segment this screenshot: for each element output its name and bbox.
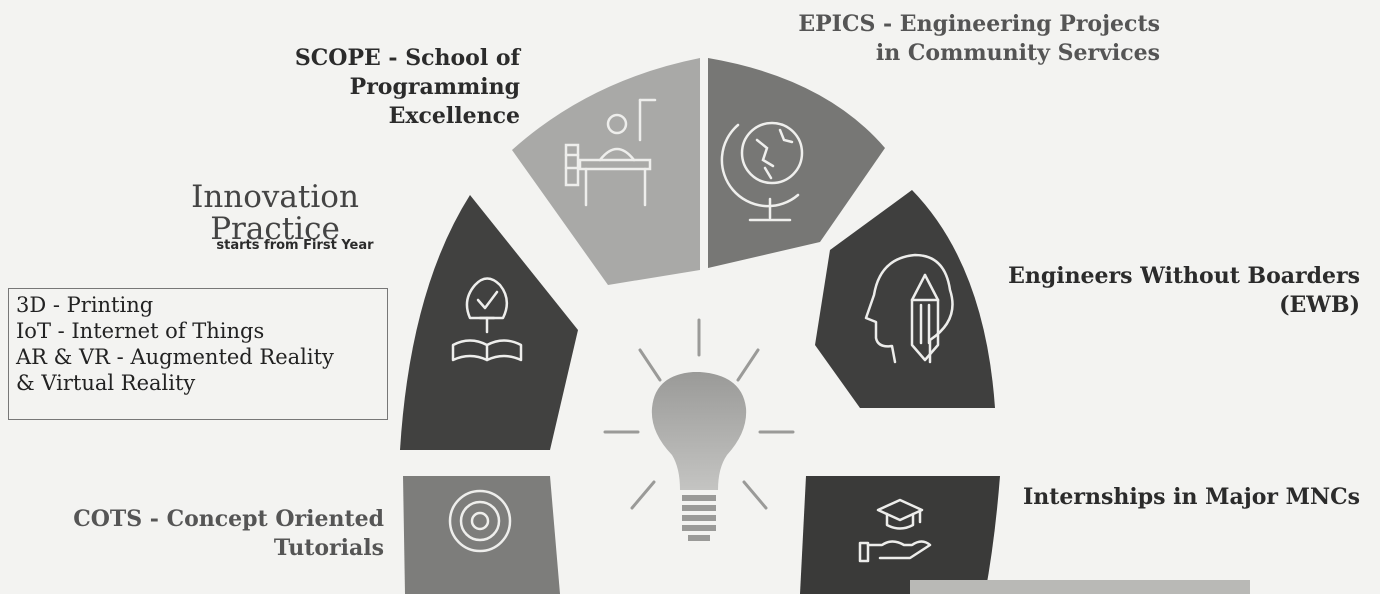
cots-label-line2: Tutorials (273, 535, 384, 561)
lightbulb-book-icon (451, 277, 523, 362)
title-subtitle: starts from First Year (216, 238, 374, 253)
lightbulb-icon (603, 318, 795, 541)
head-pencil-icon (864, 253, 954, 364)
epics-segment (708, 58, 885, 268)
target-icon (448, 489, 512, 553)
cots-segment (403, 476, 560, 594)
epics-label-line1: EPICS - Engineering Projects (798, 11, 1160, 37)
cots-label-line1: COTS - Concept Oriented (73, 506, 384, 532)
practice-item: IoT - Internet of Things (16, 319, 265, 343)
title-line2: Practice (210, 211, 340, 247)
practice-item: 3D - Printing (16, 293, 154, 317)
scope-label-line1: SCOPE - School of Programming (294, 45, 520, 100)
scope-label: SCOPE - School of Programming Excellence (120, 44, 520, 131)
graduation-hand-icon (858, 498, 932, 563)
corner-block (910, 580, 1250, 594)
ewb-label-line1: Engineers Without Boarders (1008, 263, 1360, 289)
internships-label: Internships in Major MNCs (960, 483, 1360, 512)
innovation-segment (400, 195, 578, 450)
practice-list-box: 3D - Printing IoT - Internet of Things A… (8, 288, 388, 420)
person-at-desk-icon (564, 98, 657, 207)
ewb-label-line2: (EWB) (1279, 292, 1360, 318)
globe-icon (720, 121, 804, 222)
epics-label-line2: in Community Services (875, 40, 1160, 66)
internships-segment (800, 476, 1000, 594)
internships-label-line1: Internships in Major MNCs (1022, 484, 1360, 510)
ewb-segment (815, 190, 995, 408)
title-line1: Innovation (191, 179, 359, 215)
practice-item: & Virtual Reality (16, 371, 196, 395)
practice-item: AR & VR - Augmented Reality (16, 345, 334, 369)
ewb-label: Engineers Without Boarders (EWB) (960, 262, 1360, 320)
scope-label-line2: Excellence (388, 103, 520, 129)
epics-label: EPICS - Engineering Projects in Communit… (760, 10, 1160, 68)
cots-label: COTS - Concept Oriented Tutorials (0, 505, 384, 563)
scope-segment (512, 58, 700, 285)
page-title: Innovation Practice starts from First Ye… (150, 180, 400, 259)
